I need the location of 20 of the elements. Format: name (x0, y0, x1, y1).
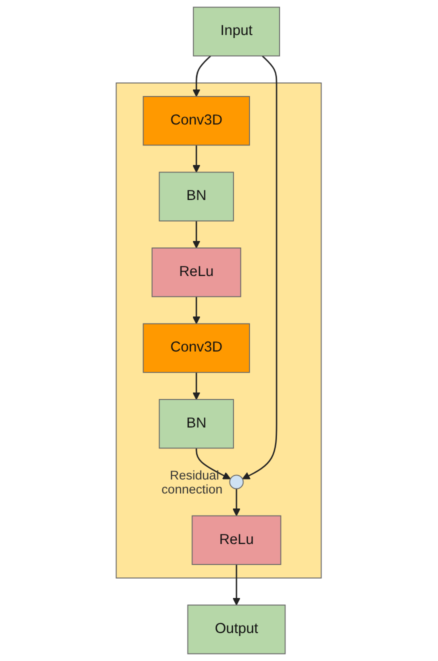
node-box: BN (159, 399, 234, 449)
arrow (232, 564, 241, 606)
arrow (242, 55, 278, 480)
node-caption: Residual connection (162, 468, 223, 497)
arrow (192, 220, 201, 248)
arrow (192, 145, 201, 173)
node-box: Conv3D (143, 323, 250, 373)
node-box: Conv3D (143, 96, 250, 146)
cluster (116, 82, 322, 578)
arrow (196, 448, 232, 480)
node-circle (230, 474, 244, 490)
arrow (192, 372, 201, 400)
arrow (232, 488, 241, 516)
arrow (192, 296, 201, 324)
node-box: BN (159, 172, 234, 222)
node-box: ReLu (152, 248, 242, 298)
arrow (192, 55, 212, 97)
node-box: Input (193, 6, 280, 56)
node-box: ReLu (192, 515, 282, 565)
node-box: Output (188, 604, 286, 654)
